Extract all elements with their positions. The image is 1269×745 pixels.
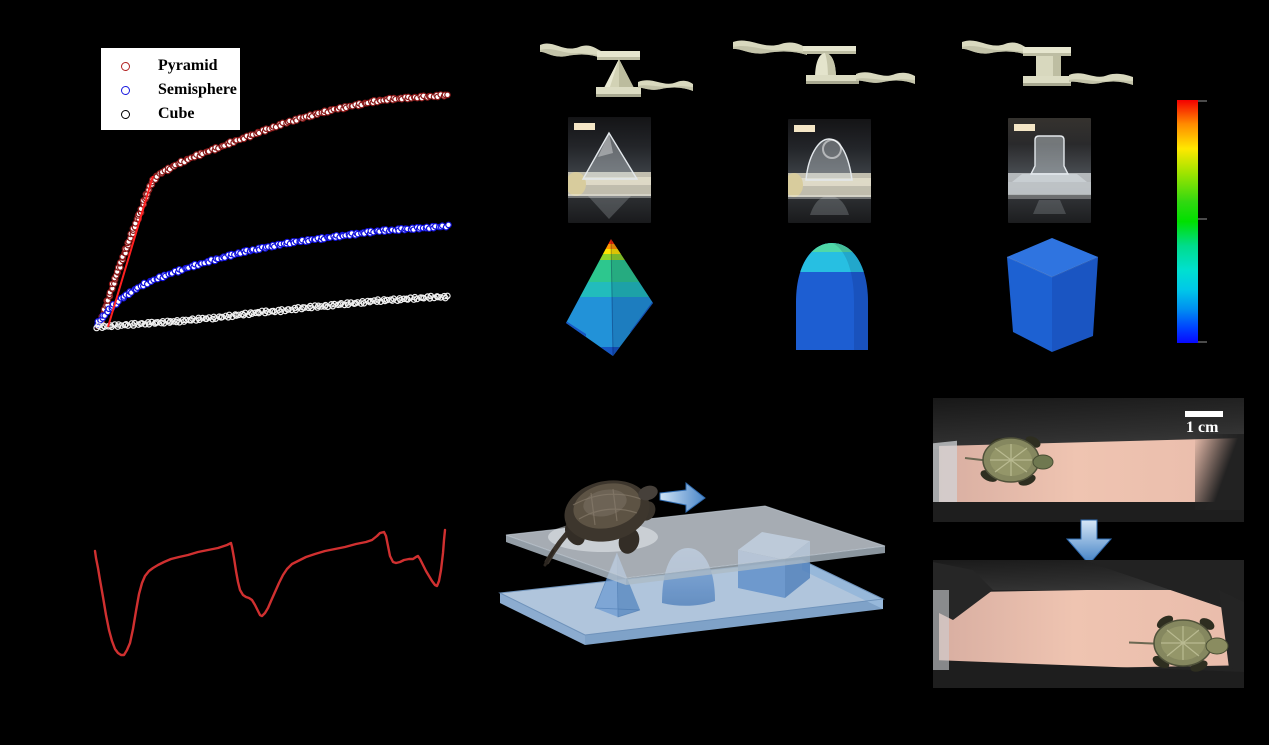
pyramid-marker-icon <box>121 61 130 71</box>
cad-render-semisphere <box>733 40 915 84</box>
legend-label-cube: Cube <box>158 105 195 122</box>
photo1-scale-bar <box>574 123 595 130</box>
photo-gel-cube <box>1008 118 1091 223</box>
photo-gel-pyramid <box>568 117 651 223</box>
colorbar-tick <box>1198 218 1207 220</box>
scale-bar <box>1185 411 1223 417</box>
time-sequence-arrow-icon <box>1065 519 1113 565</box>
turtle-illustration <box>543 480 658 567</box>
legend-item-cube: Cube <box>101 102 240 126</box>
legend-label-pyramid: Pyramid <box>158 57 218 74</box>
gel-semisphere-shape <box>788 138 871 215</box>
turtle-top-photo <box>964 436 1054 486</box>
fea-colorbar <box>1177 100 1207 343</box>
gel-pyramid-shape <box>568 131 651 219</box>
foam-right <box>1195 434 1244 510</box>
cad-render-pyramid <box>540 43 693 97</box>
turtle-top-photo <box>1129 615 1229 672</box>
photo-turtle-before: 1 cm <box>933 398 1244 522</box>
top-plate <box>505 505 886 585</box>
fea-cube <box>1006 238 1099 352</box>
legend-item-semisphere: Semisphere <box>101 78 240 102</box>
photo-gel-semisphere <box>788 119 871 223</box>
foam-wedge <box>933 560 1244 688</box>
colorbar-tick <box>1198 100 1207 102</box>
fea-semisphere <box>796 243 868 350</box>
photo-turtle-after <box>933 560 1244 688</box>
panel-d-illustration <box>498 480 886 645</box>
photo2-scale-bar <box>794 125 815 132</box>
photo3-scale-bar <box>1014 124 1035 131</box>
cad-render-cube <box>962 40 1133 86</box>
panel-a-legend: Pyramid Semisphere Cube <box>100 47 241 131</box>
legend-item-pyramid: Pyramid <box>101 54 240 78</box>
scale-bar-label: 1 cm <box>1186 419 1219 436</box>
colorbar-tick <box>1198 341 1207 343</box>
slide-direction-arrow <box>659 481 706 513</box>
foam-bottom <box>933 502 1244 522</box>
cube-marker-icon <box>121 109 130 119</box>
fea-pyramid <box>566 239 653 356</box>
gel-cube-shape <box>1008 135 1091 214</box>
legend-label-semisphere: Semisphere <box>158 81 237 98</box>
semisphere-marker-icon <box>121 85 130 95</box>
